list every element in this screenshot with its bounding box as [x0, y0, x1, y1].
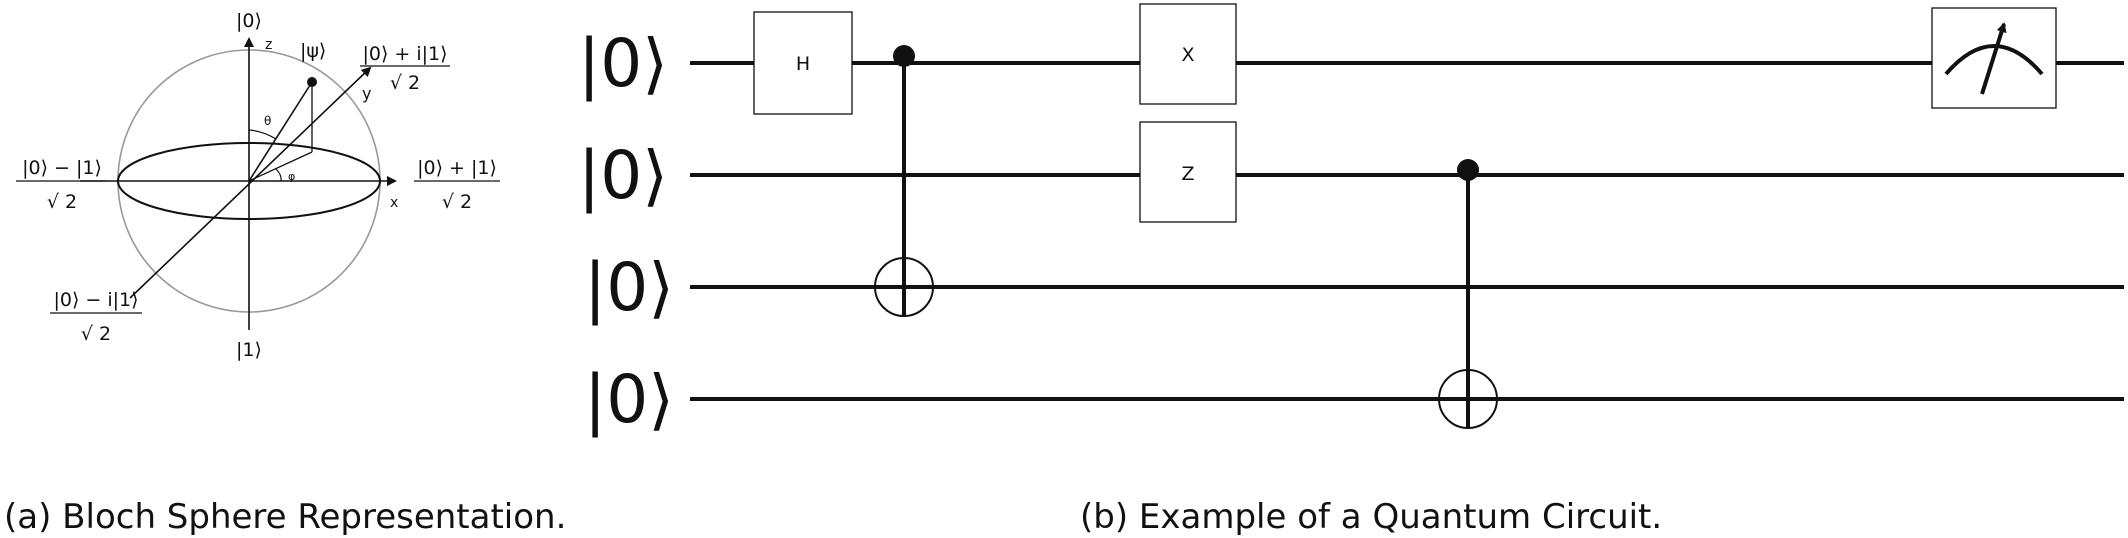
projection-base: [248, 151, 313, 182]
x-gate-label: X: [1181, 44, 1194, 66]
cnot-1-target: [874, 257, 934, 317]
cnot-1-control-dot: [893, 45, 915, 67]
theta-arc: [248, 129, 277, 140]
plus-x-fraction: |0⟩ + |1⟩ √ 2: [414, 157, 500, 213]
qubit-label-2: |0⟩: [578, 137, 668, 214]
state-vector: [248, 81, 313, 182]
cnot-2-target: [1438, 369, 1498, 429]
h-gate-label: H: [796, 53, 810, 75]
psi-label: |ψ⟩: [300, 40, 326, 62]
cnot-2-control-dot: [1457, 159, 1479, 181]
top-ket-label: |0⟩: [236, 10, 262, 32]
phi-label: φ: [288, 170, 295, 183]
bottom-ket-label: |1⟩: [236, 339, 262, 361]
z-gate: Z: [1139, 121, 1237, 223]
y-axis-label: y: [362, 84, 371, 103]
cnot-gate-1: [874, 45, 934, 317]
plus-x-denominator: √ 2: [442, 191, 472, 213]
minus-y-denominator: √ 2: [81, 323, 111, 345]
y-axis: [129, 66, 372, 299]
h-gate: H: [753, 11, 853, 115]
qubit-label-1: |0⟩: [578, 25, 668, 102]
theta-label: θ: [264, 114, 271, 128]
minus-y-numerator: |0⟩ − i|1⟩: [53, 289, 138, 311]
x-gate: X: [1139, 3, 1237, 105]
quantum-circuit: |0⟩ |0⟩ |0⟩ |0⟩ H X Z: [578, 3, 2124, 438]
bloch-sphere: |0⟩ |1⟩ |ψ⟩ z y x θ φ |0⟩ + i|1⟩ √ 2 |0⟩…: [16, 10, 500, 361]
minus-y-fraction: |0⟩ − i|1⟩ √ 2: [50, 289, 142, 345]
meter-needle: [1980, 22, 2007, 95]
qubit-label-3: |0⟩: [584, 249, 674, 326]
minus-x-fraction: |0⟩ − |1⟩ √ 2: [16, 157, 105, 213]
meter-arc: [1944, 44, 2044, 76]
plus-y-fraction: |0⟩ + i|1⟩ √ 2: [360, 43, 450, 94]
minus-x-denominator: √ 2: [47, 191, 77, 213]
caption-a: (a) Bloch Sphere Representation.: [4, 497, 566, 537]
plus-y-denominator: √ 2: [390, 72, 420, 94]
z-gate-label: Z: [1181, 163, 1194, 185]
z-axis-label: z: [265, 37, 272, 53]
phi-arc: [275, 168, 282, 182]
qubit-label-4: |0⟩: [584, 361, 674, 438]
plus-y-numerator: |0⟩ + i|1⟩: [362, 43, 447, 65]
plus-x-numerator: |0⟩ + |1⟩: [417, 157, 497, 179]
minus-x-numerator: |0⟩ − |1⟩: [22, 157, 102, 179]
x-axis-label: x: [390, 195, 398, 211]
measurement-gate: [1931, 7, 2057, 109]
cnot-gate-2: [1438, 159, 1498, 429]
caption-b: (b) Example of a Quantum Circuit.: [1080, 497, 1662, 537]
